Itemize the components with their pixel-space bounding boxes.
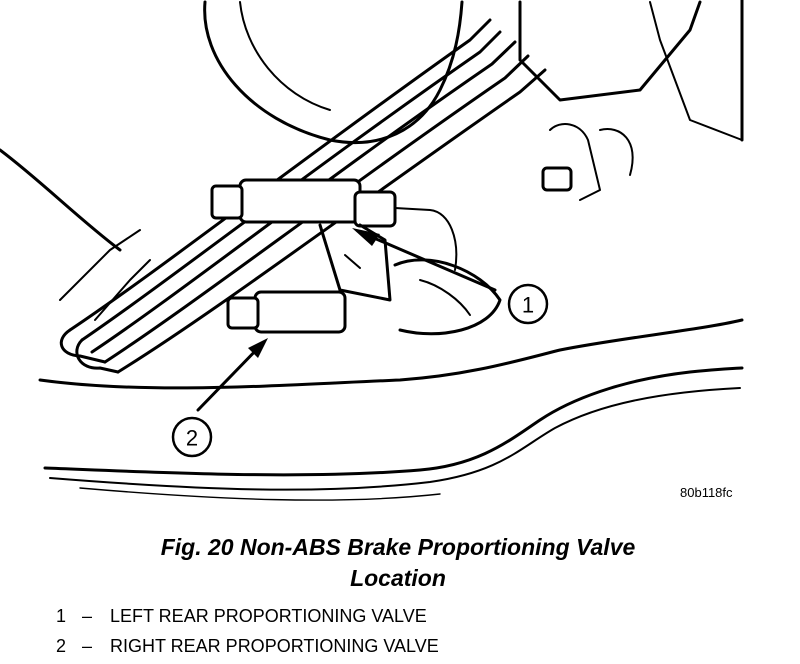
callout-1-label: 1 [522,293,534,318]
legend-separator: – [82,636,93,656]
legend-text: LEFT REAR PROPORTIONING VALVE [110,606,427,626]
legend-item: 1–LEFT REAR PROPORTIONING VALVE [56,601,439,631]
callout-2-label: 2 [186,426,198,451]
figure-caption: Fig. 20 Non-ABS Brake Proportioning Valv… [100,532,696,594]
caption-line-2: Location [350,565,446,591]
legend-text: RIGHT REAR PROPORTIONING VALVE [110,636,439,656]
legend-separator: – [82,606,93,626]
image-code: 80b118fc [680,485,733,500]
caption-line-1: Fig. 20 Non-ABS Brake Proportioning Valv… [160,534,636,560]
callout-2-circle [171,416,213,458]
legend-item: 2–RIGHT REAR PROPORTIONING VALVE [56,631,439,661]
callout-1-circle [507,283,549,325]
legend-number: 2 [56,636,67,656]
brake-valve-illustration: 1 2 80b118fc [0,0,744,501]
legend-number: 1 [56,606,67,626]
legend-list: 1–LEFT REAR PROPORTIONING VALVE 2–RIGHT … [56,601,439,661]
